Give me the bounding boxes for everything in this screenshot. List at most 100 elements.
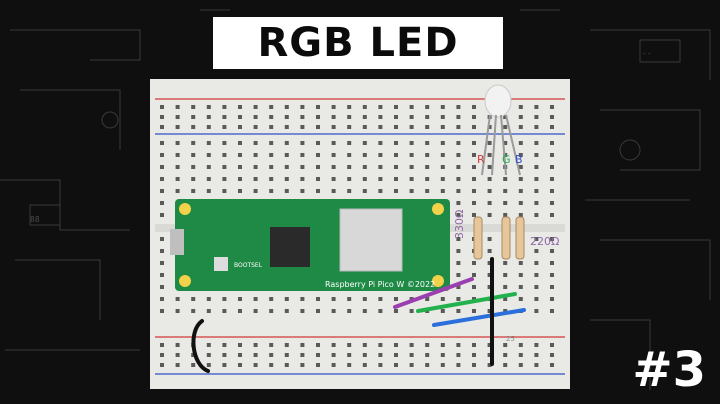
breadboard-hole bbox=[534, 153, 539, 157]
breadboard-hole bbox=[456, 285, 461, 289]
breadboard-hole bbox=[394, 343, 398, 347]
breadboard-hole bbox=[394, 177, 398, 181]
breadboard-hole bbox=[518, 153, 523, 157]
resistor-330 bbox=[473, 216, 483, 260]
breadboard-hole bbox=[206, 177, 211, 181]
breadboard-hole bbox=[362, 165, 367, 169]
breadboard-hole bbox=[550, 153, 554, 157]
breadboard-hole bbox=[409, 125, 414, 129]
breadboard-hole bbox=[378, 105, 383, 109]
breadboard-hole bbox=[238, 165, 242, 169]
mount-hole-tl bbox=[179, 203, 191, 215]
breadboard-hole bbox=[487, 261, 492, 265]
breadboard-hole bbox=[425, 165, 430, 169]
breadboard-hole bbox=[394, 125, 398, 129]
breadboard-hole bbox=[534, 189, 539, 193]
breadboard-hole bbox=[253, 115, 258, 119]
breadboard-hole bbox=[550, 125, 554, 129]
breadboard-hole bbox=[331, 177, 336, 181]
breadboard-hole bbox=[191, 309, 196, 313]
breadboard-hole bbox=[300, 189, 305, 193]
pico-wifi-module bbox=[339, 208, 403, 272]
breadboard-hole bbox=[347, 353, 352, 357]
breadboard-hole bbox=[456, 343, 461, 347]
breadboard-hole bbox=[160, 153, 164, 157]
breadboard-hole bbox=[518, 213, 523, 217]
breadboard-hole bbox=[206, 309, 211, 313]
led-lead-b bbox=[505, 114, 521, 176]
breadboard-hole bbox=[503, 297, 508, 301]
breadboard-hole bbox=[347, 165, 352, 169]
breadboard-hole bbox=[253, 177, 258, 181]
breadboard-hole bbox=[378, 297, 383, 301]
breadboard-hole bbox=[238, 297, 242, 301]
breadboard-hole bbox=[534, 201, 539, 205]
breadboard-hole bbox=[487, 363, 492, 367]
breadboard-hole bbox=[503, 201, 508, 205]
breadboard-hole bbox=[222, 125, 227, 129]
breadboard-hole bbox=[253, 353, 258, 357]
breadboard-hole bbox=[316, 297, 320, 301]
breadboard-hole bbox=[300, 343, 305, 347]
breadboard-hole bbox=[284, 309, 289, 313]
breadboard-hole bbox=[425, 343, 430, 347]
breadboard-hole bbox=[316, 353, 320, 357]
breadboard-hole bbox=[534, 309, 539, 313]
breadboard-hole bbox=[503, 309, 508, 313]
breadboard-hole bbox=[316, 363, 320, 367]
breadboard-hole bbox=[487, 353, 492, 357]
breadboard-hole bbox=[472, 153, 476, 157]
breadboard-hole bbox=[175, 105, 180, 109]
breadboard-hole bbox=[472, 141, 476, 145]
breadboard-hole bbox=[503, 213, 508, 217]
breadboard-hole bbox=[534, 115, 539, 119]
breadboard-hole bbox=[518, 285, 523, 289]
breadboard-hole bbox=[472, 363, 476, 367]
breadboard-hole bbox=[269, 353, 274, 357]
breadboard-hole bbox=[206, 153, 211, 157]
breadboard-hole bbox=[160, 201, 164, 205]
breadboard-hole bbox=[394, 141, 398, 145]
breadboard-hole bbox=[456, 213, 461, 217]
breadboard-hole bbox=[238, 309, 242, 313]
breadboard-hole bbox=[394, 189, 398, 193]
breadboard-hole bbox=[503, 115, 508, 119]
breadboard-hole bbox=[425, 153, 430, 157]
breadboard-hole bbox=[316, 309, 320, 313]
breadboard-hole bbox=[253, 153, 258, 157]
breadboard-hole bbox=[191, 141, 196, 145]
breadboard-hole bbox=[206, 125, 211, 129]
breadboard-hole bbox=[316, 189, 320, 193]
breadboard-hole bbox=[222, 297, 227, 301]
title-banner: RGB LED bbox=[213, 17, 503, 69]
breadboard-hole bbox=[425, 363, 430, 367]
breadboard-hole bbox=[518, 189, 523, 193]
breadboard-hole bbox=[534, 261, 539, 265]
breadboard-hole bbox=[550, 249, 554, 253]
resistor-220-a bbox=[501, 216, 511, 260]
breadboard-hole bbox=[175, 363, 180, 367]
rgb-led bbox=[484, 84, 512, 118]
breadboard-hole bbox=[503, 189, 508, 193]
breadboard-hole bbox=[300, 165, 305, 169]
breadboard-hole bbox=[347, 343, 352, 347]
breadboard-hole bbox=[550, 297, 554, 301]
breadboard-hole bbox=[394, 105, 398, 109]
breadboard-hole bbox=[284, 189, 289, 193]
breadboard-hole bbox=[331, 105, 336, 109]
breadboard-hole bbox=[347, 309, 352, 313]
breadboard-hole bbox=[269, 297, 274, 301]
breadboard-hole bbox=[518, 261, 523, 265]
breadboard-hole bbox=[269, 165, 274, 169]
breadboard-hole bbox=[362, 141, 367, 145]
led-pin-g: G bbox=[502, 153, 511, 166]
breadboard-hole bbox=[487, 189, 492, 193]
breadboard-hole bbox=[440, 177, 445, 181]
breadboard-hole bbox=[378, 309, 383, 313]
breadboard-hole bbox=[518, 353, 523, 357]
breadboard-hole bbox=[206, 105, 211, 109]
breadboard-hole bbox=[456, 297, 461, 301]
wire-green bbox=[416, 292, 517, 313]
breadboard-hole bbox=[300, 309, 305, 313]
svg-text:--: -- bbox=[642, 49, 652, 58]
